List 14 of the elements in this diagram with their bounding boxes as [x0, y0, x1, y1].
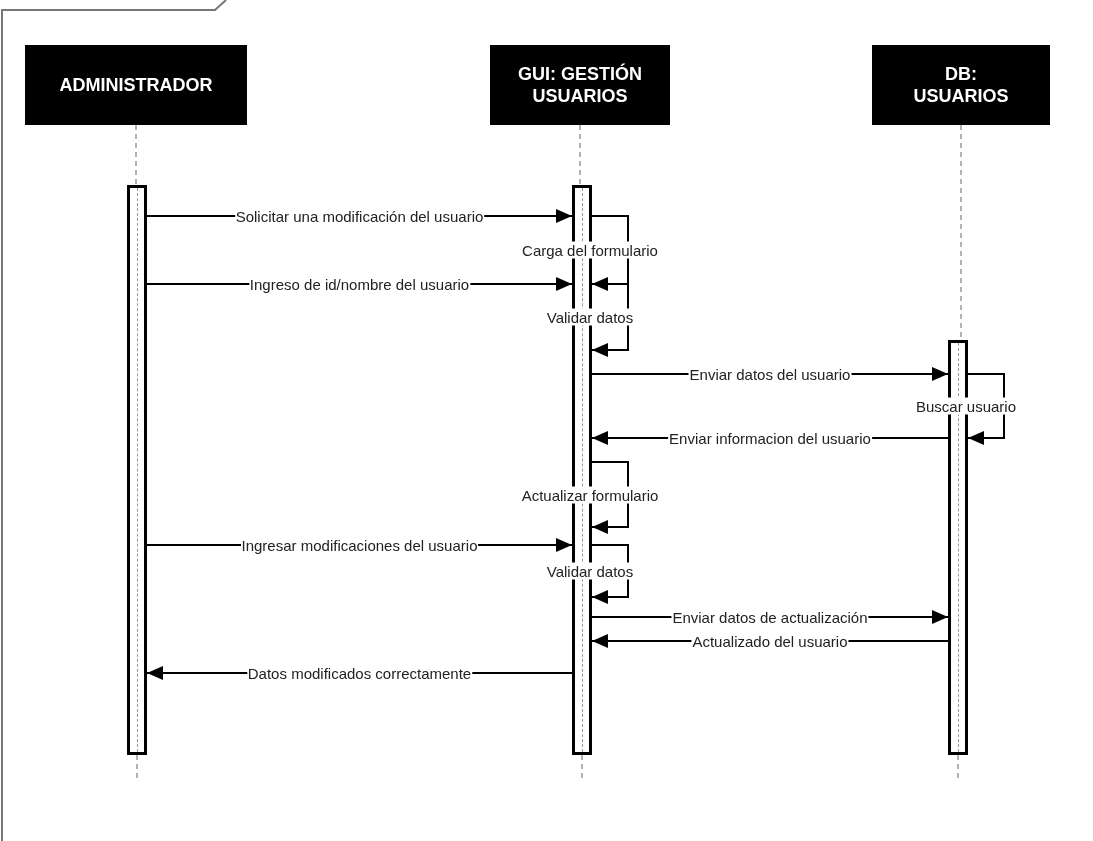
activation-bar — [127, 185, 147, 755]
participant-box: DB: USUARIOS — [872, 45, 1050, 125]
self-message-arrow — [591, 215, 629, 291]
lifeline — [579, 124, 581, 186]
message-label: Buscar usuario — [914, 397, 1018, 415]
message-label: Carga del formulario — [521, 241, 659, 259]
message-label: Validar datos — [545, 562, 635, 580]
self-message-arrow — [591, 461, 629, 534]
lifeline — [135, 124, 137, 186]
participant-box: ADMINISTRADOR — [25, 45, 247, 125]
self-message-arrow — [591, 283, 629, 357]
message-label: Actualizar formulario — [520, 486, 660, 503]
participant-box: GUI: GESTIÓN USUARIOS — [490, 45, 670, 125]
message-label: Validar datos — [545, 308, 635, 326]
